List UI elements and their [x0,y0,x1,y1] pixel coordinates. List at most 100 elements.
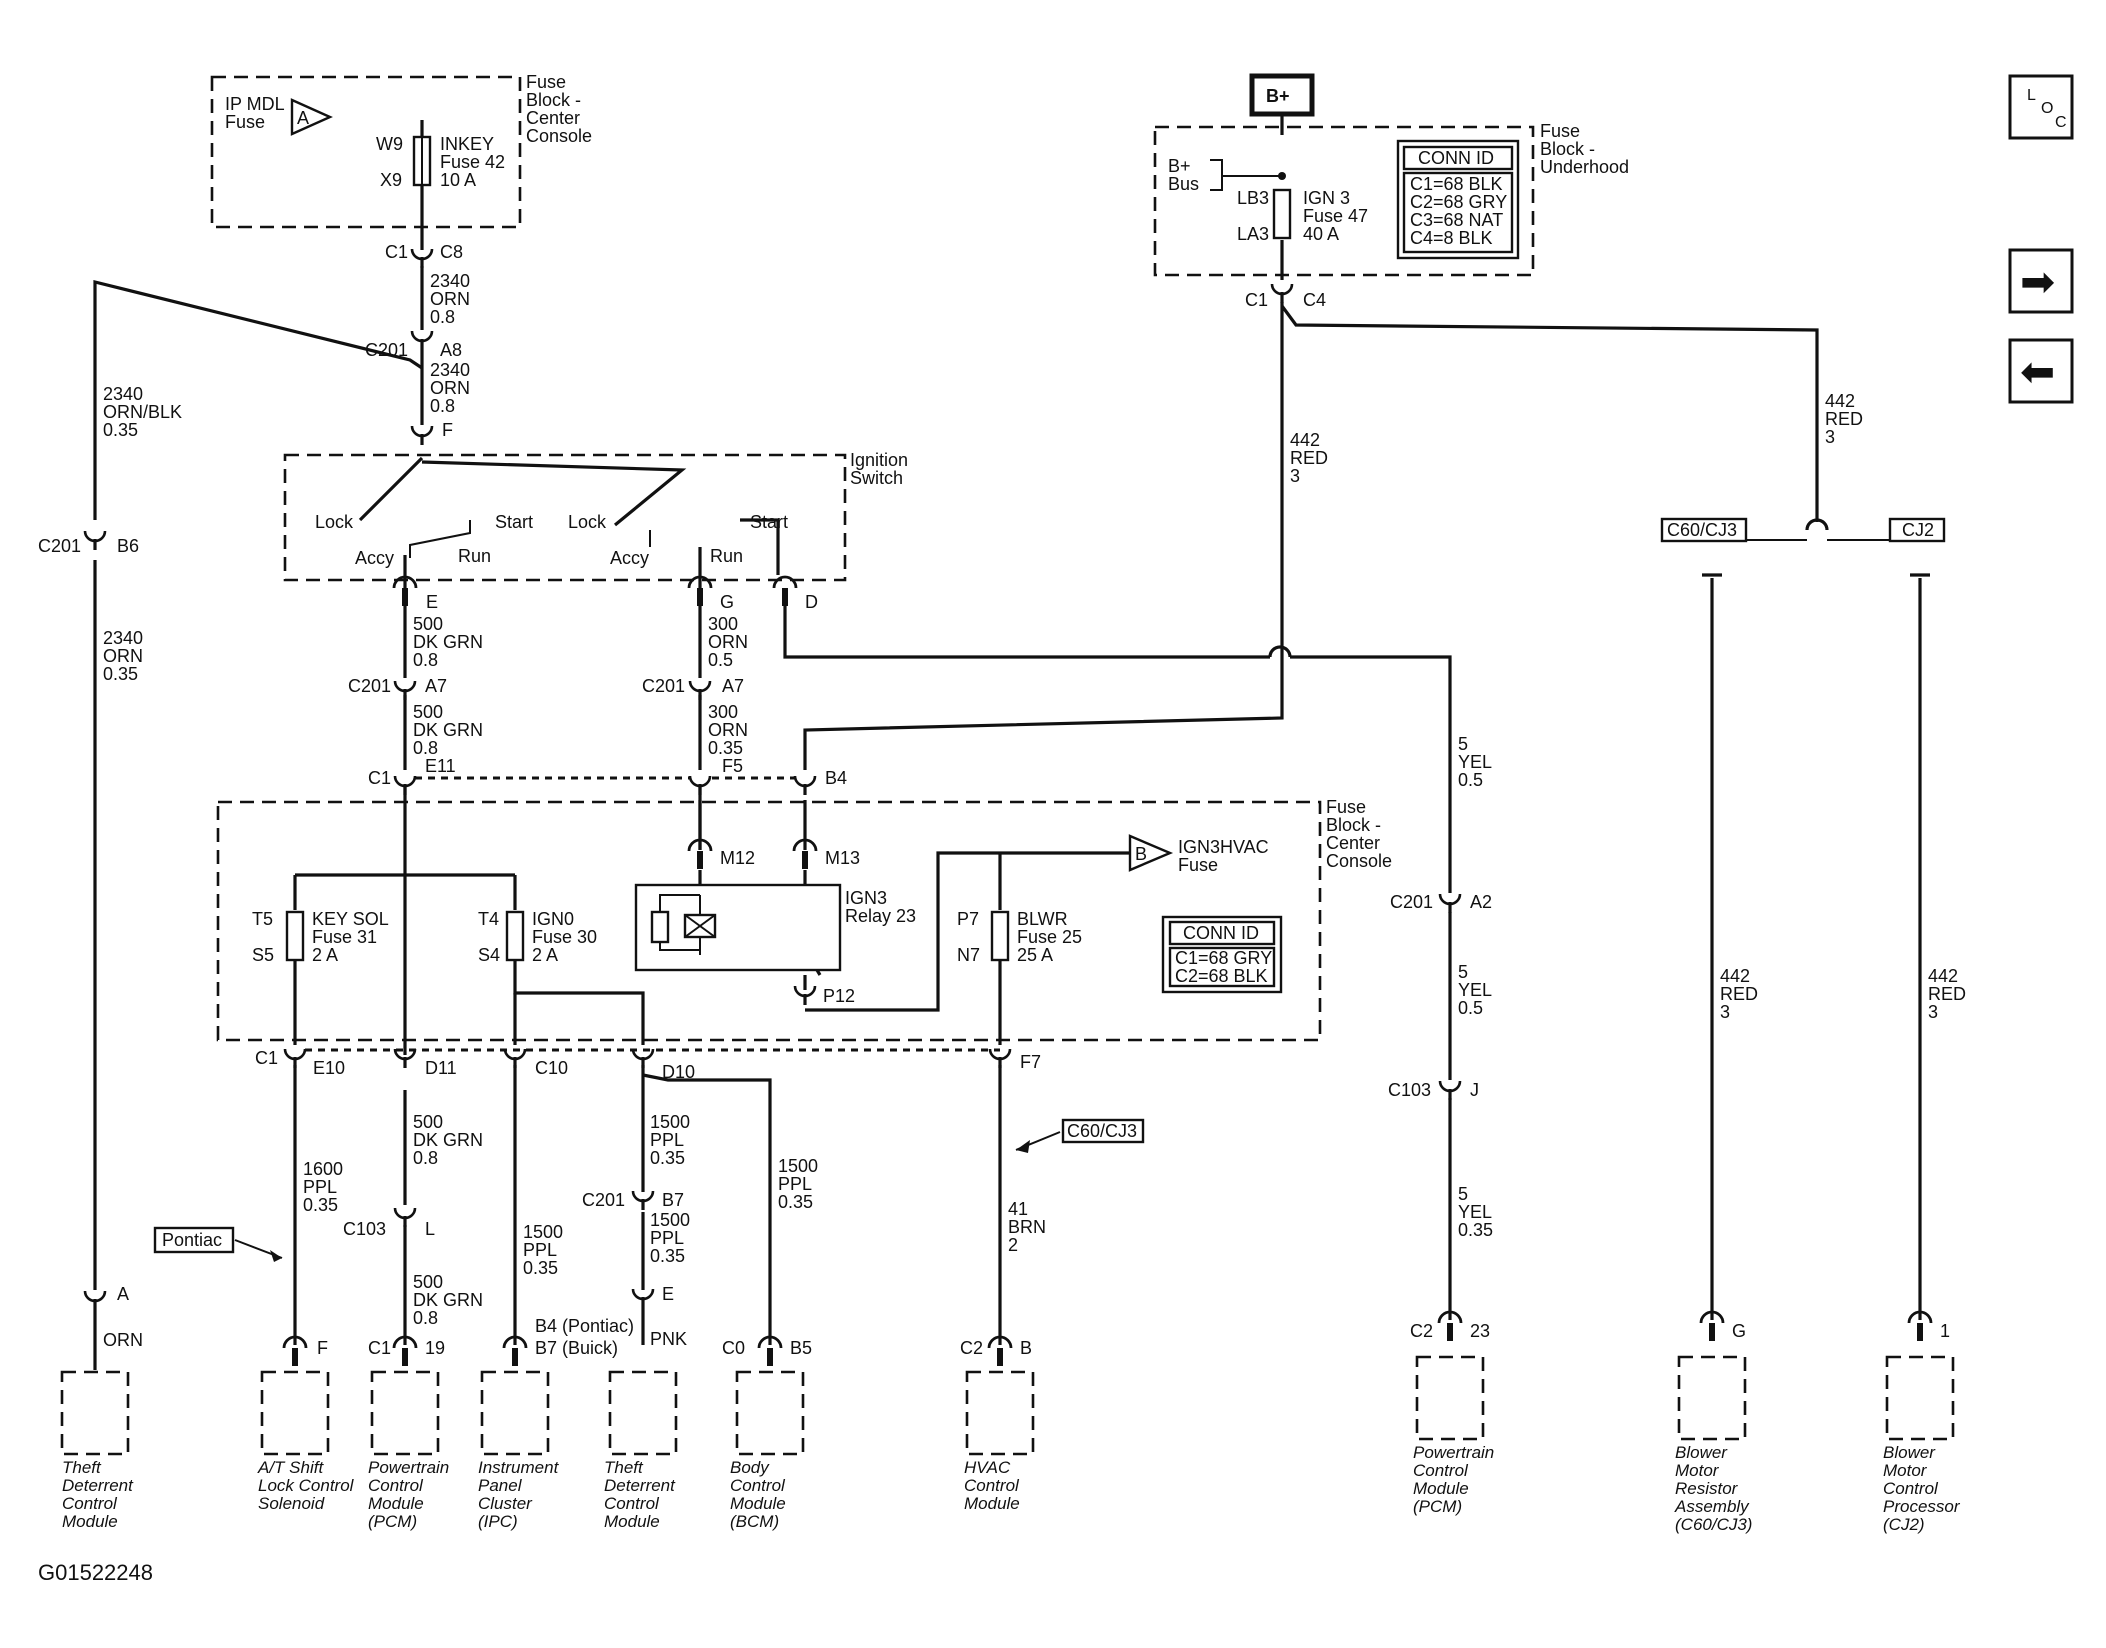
svg-text:C2=68 GRY: C2=68 GRY [1410,192,1507,212]
svg-text:C1=68 BLK: C1=68 BLK [1410,174,1503,194]
module-hvac: C2 B HVAC Control Module [960,1335,1035,1513]
svg-text:0.35: 0.35 [650,1148,685,1168]
svg-text:Control: Control [964,1476,1020,1495]
svg-text:Fuse 47: Fuse 47 [1303,206,1368,226]
pontiac-tag [153,1226,235,1254]
svg-text:Fuse: Fuse [526,72,566,92]
svg-text:RED: RED [1720,984,1758,1004]
svg-text:Blower: Blower [1675,1443,1728,1462]
svg-text:Fuse 25: Fuse 25 [1017,927,1082,947]
fuse-47-icon [1272,188,1292,240]
svg-text:B+: B+ [1168,156,1191,176]
svg-text:Pontiac: Pontiac [162,1230,222,1250]
svg-text:1: 1 [1940,1321,1950,1341]
svg-text:1600: 1600 [303,1159,343,1179]
svg-text:P12: P12 [823,986,855,1006]
svg-text:Accy: Accy [610,548,649,568]
svg-text:F: F [317,1338,328,1358]
svg-text:Motor: Motor [1675,1461,1720,1480]
svg-text:RED: RED [1825,409,1863,429]
svg-text:0.5: 0.5 [1458,998,1483,1018]
svg-text:C10: C10 [535,1058,568,1078]
svg-text:IP MDL: IP MDL [225,94,285,114]
svg-text:Console: Console [526,126,592,146]
svg-text:E: E [662,1284,674,1304]
svg-text:M13: M13 [825,848,860,868]
svg-text:PPL: PPL [303,1177,337,1197]
module-bcm: C0 B5 Body Control Module (BCM) [722,1335,812,1531]
svg-text:Fuse: Fuse [225,112,265,132]
wire-network [93,100,1930,1370]
svg-text:3: 3 [1825,427,1835,447]
svg-text:B7: B7 [662,1190,684,1210]
wire-labels-right: 442 RED 3 442 RED 3 C60/CJ3 CJ2 442 RED … [1290,391,1966,1240]
svg-text:Bus: Bus [1168,174,1199,194]
svg-text:ORN: ORN [430,378,470,398]
ign3hvac-flag-icon [1128,834,1174,872]
fuse-30-icon [505,910,525,962]
c60-cj3-tag [1660,517,1748,543]
svg-text:Module: Module [604,1512,660,1531]
svg-text:Fuse: Fuse [1326,797,1366,817]
ignition-switch: Ignition Switch Lock Start Accy Run Lock… [283,450,908,612]
svg-text:442: 442 [1290,430,1320,450]
svg-text:E: E [426,592,438,612]
svg-text:(IPC): (IPC) [478,1512,518,1531]
module-blower-resistor: G Blower Motor Resistor Assembly (C60/CJ… [1674,1310,1752,1534]
module-at-shift-lock: F A/T Shift Lock Control Solenoid [257,1335,355,1513]
svg-text:Console: Console [1326,851,1392,871]
svg-text:C: C [2055,114,2067,131]
svg-text:Instrument: Instrument [478,1458,560,1477]
svg-text:Lock Control: Lock Control [258,1476,355,1495]
svg-text:10 A: 10 A [440,170,476,190]
svg-text:23: 23 [1470,1321,1490,1341]
svg-text:C1: C1 [255,1048,278,1068]
svg-text:C60/CJ3: C60/CJ3 [1667,520,1737,540]
svg-text:Cluster: Cluster [478,1494,533,1513]
svg-text:RED: RED [1928,984,1966,1004]
svg-text:0.35: 0.35 [103,664,138,684]
svg-text:CONN ID: CONN ID [1418,148,1494,168]
svg-text:19: 19 [425,1338,445,1358]
svg-text:1500: 1500 [650,1210,690,1230]
svg-text:Fuse 31: Fuse 31 [312,927,377,947]
wire-labels-mid: 500 DK GRN 0.8 C201 A7 500 DK GRN 0.8 30… [348,614,847,797]
svg-text:Body: Body [730,1458,770,1477]
svg-text:1500: 1500 [523,1222,563,1242]
module-ipc: B4 (Pontiac) B7 (Buick) Instrument Panel… [478,1316,634,1531]
fuse-block-center-console: Fuse Block - Center Console T5 S5 KEY SO… [216,797,1392,1042]
svg-text:Theft: Theft [62,1458,102,1477]
svg-text:Relay 23: Relay 23 [845,906,916,926]
fuse-block-underhood: B+ Fuse Block - Underhood B+ Bus LB3 LA3… [1153,73,1629,310]
svg-text:Powertrain: Powertrain [1413,1443,1494,1462]
svg-text:YEL: YEL [1458,752,1492,772]
svg-text:C103: C103 [343,1219,386,1239]
svg-text:Control: Control [368,1476,424,1495]
svg-text:(BCM): (BCM) [730,1512,779,1531]
svg-text:Solenoid: Solenoid [258,1494,325,1513]
svg-text:300: 300 [708,614,738,634]
wire-labels-top-left: 2340 ORN 0.8 C201 A8 2340 ORN 0.8 F 2340… [38,271,470,684]
svg-text:Fuse 30: Fuse 30 [532,927,597,947]
svg-text:0.8: 0.8 [413,650,438,670]
svg-text:3: 3 [1928,1002,1938,1022]
svg-text:HVAC: HVAC [964,1458,1011,1477]
prev-page-button[interactable]: ⬅ [2008,338,2074,404]
svg-text:P7: P7 [957,909,979,929]
svg-text:LA3: LA3 [1237,224,1269,244]
svg-text:T5: T5 [252,909,273,929]
fuse-25-icon [990,910,1010,962]
svg-text:C201: C201 [1390,892,1433,912]
svg-text:5: 5 [1458,734,1468,754]
svg-text:YEL: YEL [1458,1202,1492,1222]
svg-text:C1: C1 [385,242,408,262]
loc-button[interactable]: L O C [2008,74,2074,140]
svg-text:L: L [425,1219,435,1239]
svg-text:0.5: 0.5 [708,650,733,670]
svg-text:Module: Module [964,1494,1020,1513]
module-blower-processor: 1 Blower Motor Control Processor (CJ2) [1883,1310,1961,1534]
next-page-button[interactable]: ➡ [2008,248,2074,314]
svg-text:Deterrent: Deterrent [62,1476,134,1495]
module-theft-deterrent-2: Theft Deterrent Control Module [604,1370,678,1531]
svg-text:C3=68 NAT: C3=68 NAT [1410,210,1503,230]
